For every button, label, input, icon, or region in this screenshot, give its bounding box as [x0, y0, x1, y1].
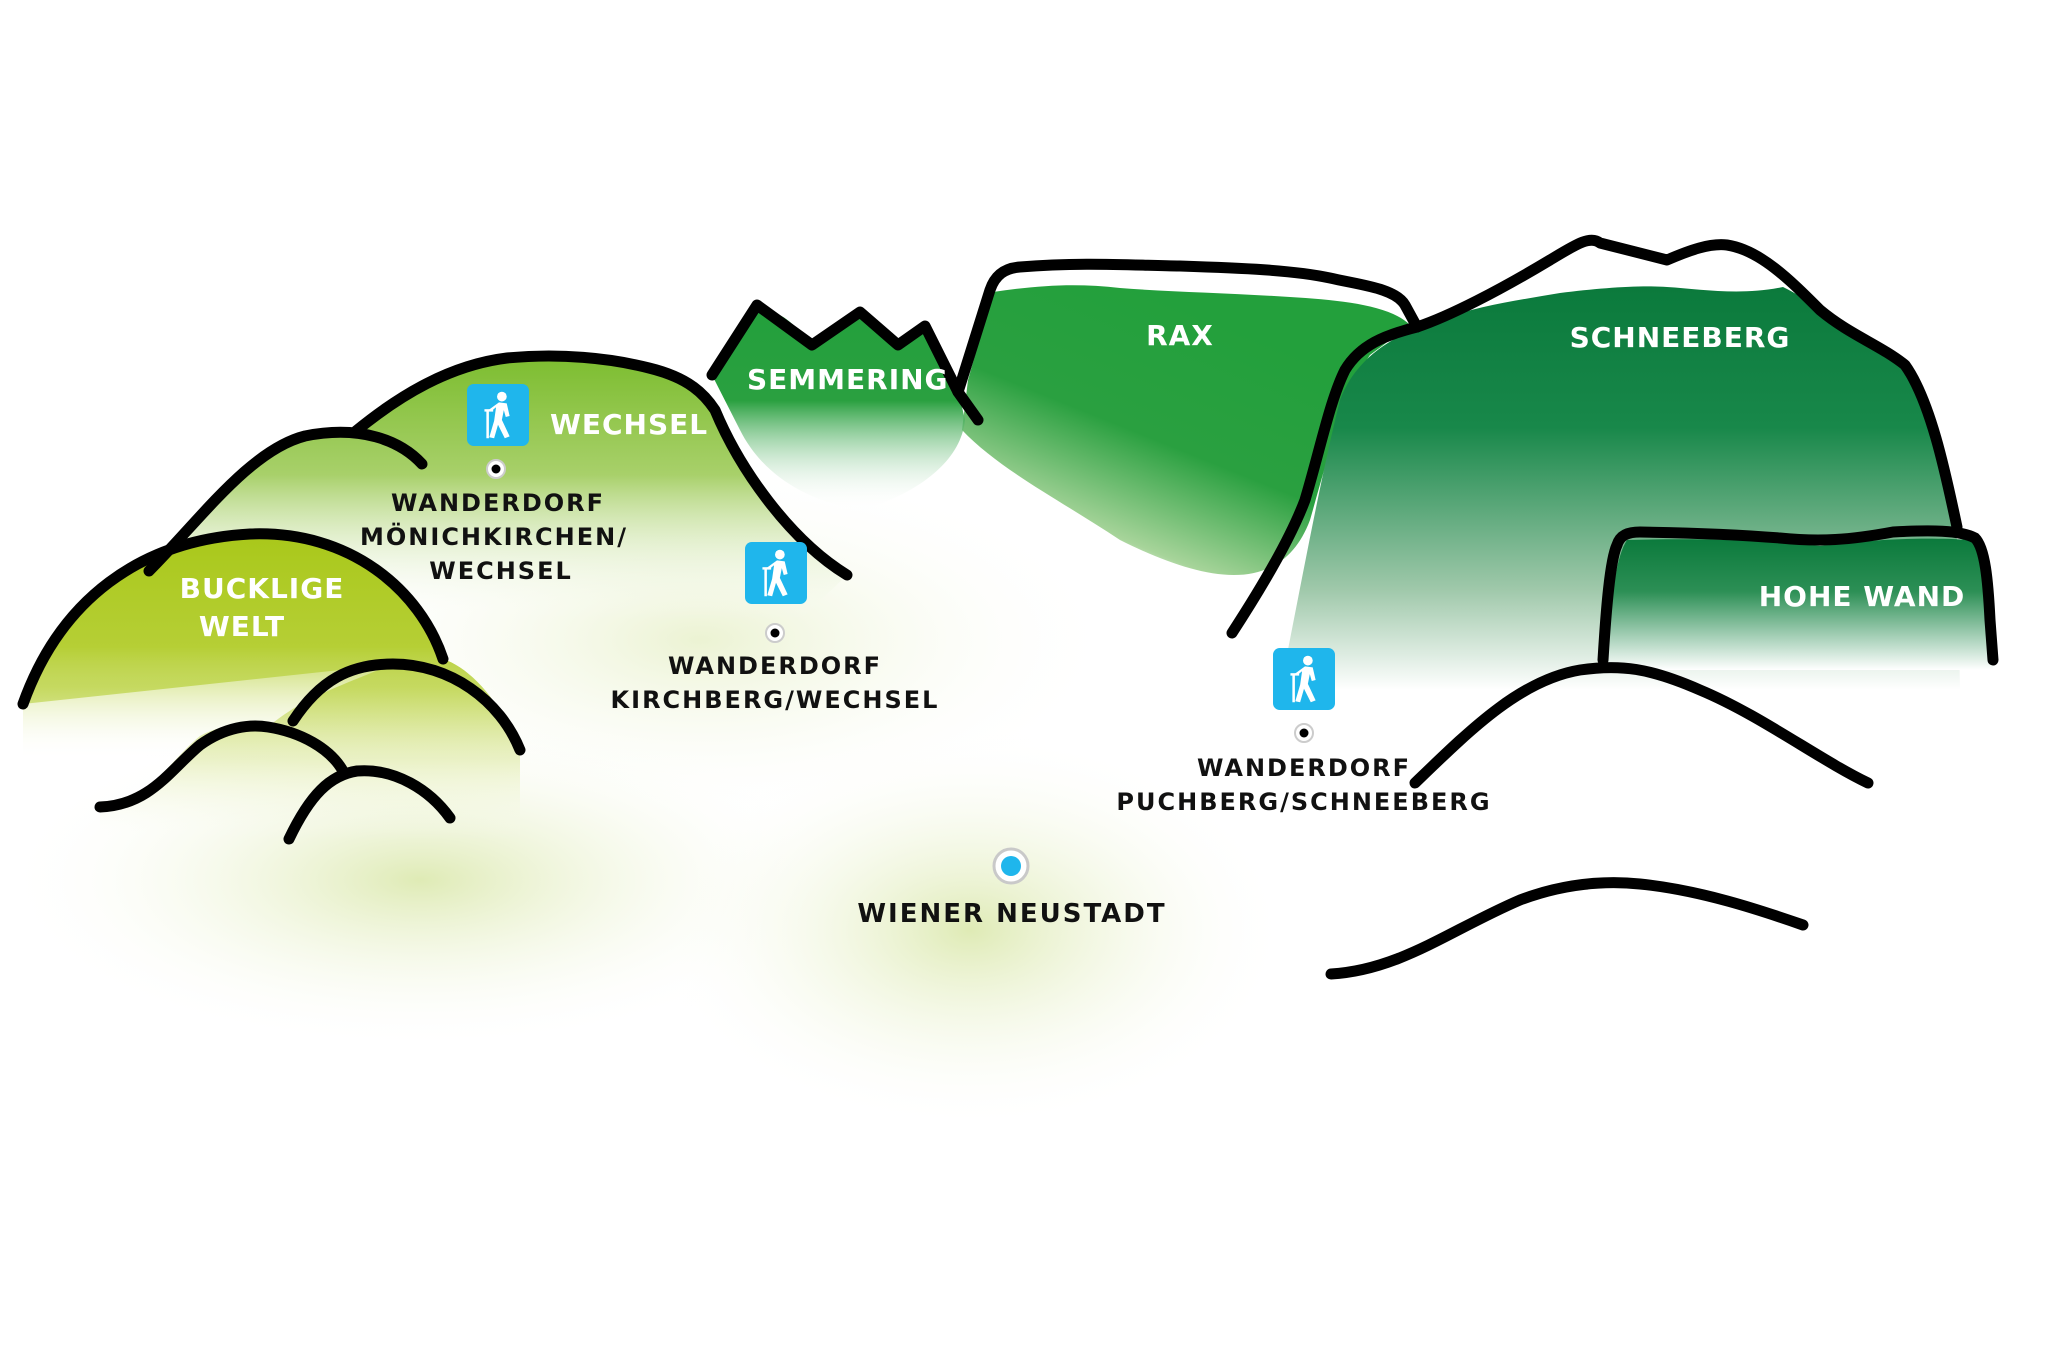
rax-fill	[962, 285, 1410, 575]
label-semmering: SEMMERING	[747, 363, 949, 396]
svg-text:BUCKLIGE: BUCKLIGE	[180, 572, 345, 605]
city-label: WIENER NEUSTADT	[857, 899, 1166, 929]
location-dot-center	[1299, 728, 1309, 738]
svg-text:WELT: WELT	[199, 610, 285, 643]
rax-outline	[952, 258, 1423, 398]
label-wechsel: WECHSEL	[550, 408, 708, 441]
wanderdorf-puchberg[interactable]: WANDERDORF PUCHBERG/SCHNEEBERG	[1116, 648, 1491, 816]
wechsel-outline	[350, 350, 853, 581]
valley-haze	[650, 730, 1290, 1130]
foothill-outline	[1409, 662, 1874, 789]
hill-outline	[287, 658, 526, 756]
foothill-outline	[1325, 877, 1809, 980]
wanderdorf-kirchberg[interactable]: WANDERDORF KIRCHBERG/WECHSEL	[611, 542, 940, 714]
town-label-line1: WANDERDORF	[1197, 754, 1411, 782]
wechsel-lower-outline	[143, 426, 428, 577]
label-hohe-wand: HOHE WAND	[1759, 580, 1966, 613]
hiker-icon[interactable]	[1273, 648, 1335, 710]
town-label-line2: KIRCHBERG/WECHSEL	[611, 686, 940, 714]
wanderdorf-moenichkirchen[interactable]: WANDERDORF MÖNICHKIRCHEN/ WECHSEL	[360, 384, 628, 585]
semmering-fill	[712, 311, 965, 510]
label-rax: RAX	[1146, 319, 1214, 352]
town-label-line1: WANDERDORF	[391, 489, 605, 517]
bucklige-welt-outline	[17, 528, 449, 710]
hiker-icon[interactable]	[745, 542, 807, 604]
location-dot-center	[491, 464, 501, 474]
hohe-wand-fill	[1608, 538, 1993, 670]
town-label-line1: WANDERDORF	[668, 652, 882, 680]
label-schneeberg: SCHNEEBERG	[1570, 321, 1791, 354]
town-label-line2: MÖNICHKIRCHEN/	[360, 521, 628, 551]
hill-outline	[283, 765, 456, 845]
schneeberg-outline	[1226, 234, 1963, 639]
town-label-line3: WECHSEL	[429, 557, 573, 585]
hill-outline	[94, 720, 349, 813]
hohe-wand-outline	[1597, 525, 1999, 666]
label-bucklige-welt: BUCKLIGE WELT	[180, 572, 345, 643]
semmering-outline	[706, 299, 984, 426]
city-dot-center	[1001, 856, 1021, 876]
town-label-line2: PUCHBERG/SCHNEEBERG	[1116, 788, 1491, 816]
location-dot-center	[770, 628, 780, 638]
hiker-icon[interactable]	[467, 384, 529, 446]
city-wiener-neustadt[interactable]: WIENER NEUSTADT	[857, 847, 1166, 929]
